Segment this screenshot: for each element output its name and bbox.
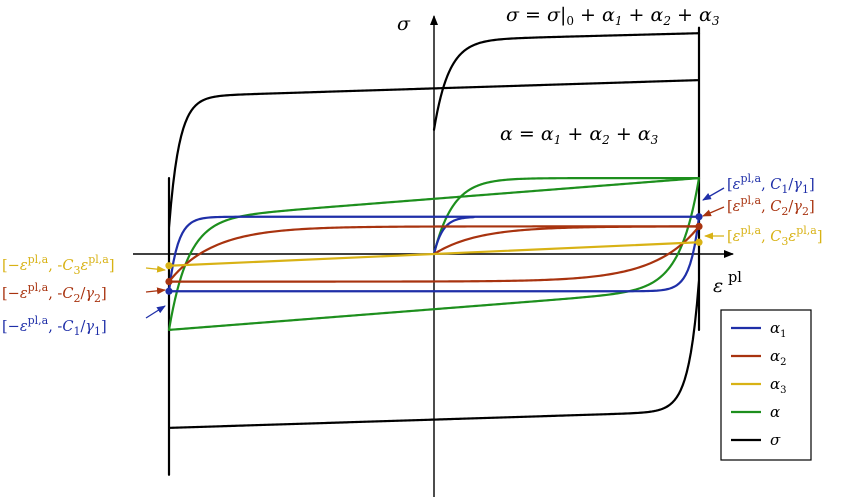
svg-text:[εpl,a, C2/γ2]: [εpl,a, C2/γ2] <box>727 194 815 218</box>
svg-text:ε: ε <box>713 275 723 297</box>
series-sigma-monotonic-curve <box>432 32 701 131</box>
series-alpha1-monotonic-curve <box>432 216 475 256</box>
x-axis-label: ε pl <box>713 270 742 297</box>
legend-item-sigma: σ <box>731 431 781 449</box>
sigma-formula: σ = σ|0 + α1 + α2 + α3 <box>506 4 720 28</box>
y-axis-label: σ <box>397 13 411 35</box>
point-neg-alpha3 <box>165 262 173 270</box>
svg-text:[εpl,a, C3εpl,a]: [εpl,a, C3εpl,a] <box>727 224 822 248</box>
svg-text:α: α <box>770 403 780 421</box>
label-neg-alpha1: [−εpl,a, -C1/γ1] <box>2 305 166 338</box>
legend-item-alpha: α <box>731 403 780 421</box>
svg-text:pl: pl <box>728 270 742 286</box>
label-neg-alpha3: [−εpl,a, -C3εpl,a] <box>2 253 166 277</box>
legend: α1 α2 α3 α σ <box>720 309 812 461</box>
svg-text:[−εpl,a, -C2/γ2]: [−εpl,a, -C2/γ2] <box>2 281 107 305</box>
point-pos-alpha1 <box>695 213 703 221</box>
point-pos-alpha2 <box>695 222 703 230</box>
series-sigma-curve <box>167 26 701 476</box>
label-pos-alpha3: [εpl,a, C3εpl,a] <box>704 224 822 248</box>
svg-text:σ = σ|0 + α1 + α2 + α3: σ = σ|0 + α1 + α2 + α3 <box>506 4 720 28</box>
svg-text:α = α1 + α2 + α3: α = α1 + α2 + α3 <box>500 123 659 147</box>
svg-text:[−εpl,a, -C3εpl,a]: [−εpl,a, -C3εpl,a] <box>2 253 115 277</box>
series-alpha3-curve <box>167 241 701 267</box>
point-neg-alpha1 <box>165 287 173 295</box>
series-alpha2-monotonic-curve <box>432 225 701 256</box>
point-neg-alpha2 <box>165 278 173 286</box>
alpha-formula: α = α1 + α2 + α3 <box>500 123 659 147</box>
svg-text:σ: σ <box>770 431 781 449</box>
svg-text:[εpl,a, C1/γ1]: [εpl,a, C1/γ1] <box>727 172 815 196</box>
label-pos-alpha2: [εpl,a, C2/γ2] <box>702 194 815 218</box>
svg-text:[−εpl,a, -C1/γ1]: [−εpl,a, -C1/γ1] <box>2 314 107 338</box>
label-neg-alpha2: [−εpl,a, -C2/γ2] <box>2 281 166 305</box>
series-alpha-monotonic-curve <box>432 177 701 256</box>
point-pos-alpha3 <box>695 238 703 246</box>
